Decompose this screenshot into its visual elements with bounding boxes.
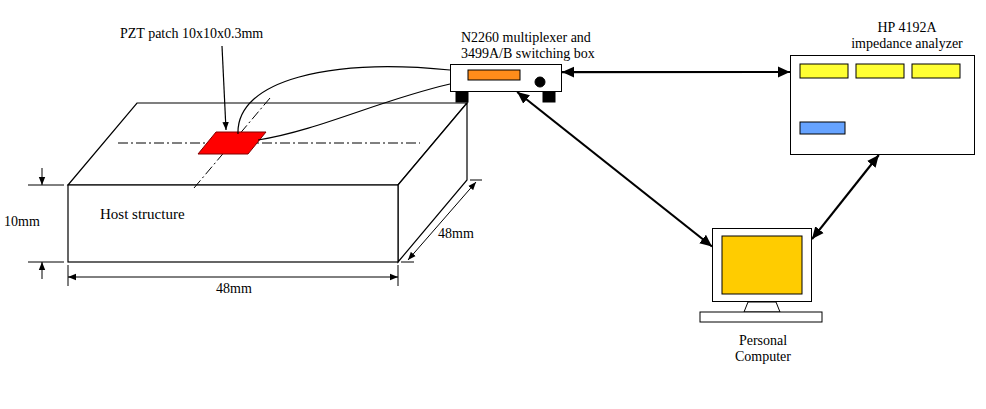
- dimension-label: 10mm: [4, 214, 40, 230]
- dimension-lines: [28, 168, 482, 286]
- device-label: HP 4192A impedance analyzer: [846, 20, 968, 52]
- computer-details: [700, 236, 822, 322]
- pzt-patch: [198, 132, 266, 154]
- patch-wires: [238, 67, 450, 140]
- part-label: PZT patch 10x10x0.3mm: [120, 26, 263, 42]
- dimension-label: 48mm: [216, 281, 252, 297]
- personal-computer: Personal Computer: [712, 228, 812, 302]
- multiplexer-details: [456, 70, 555, 102]
- connector-arrow: [562, 71, 790, 73]
- node-label: Host structure: [100, 206, 185, 223]
- leader-line: [222, 46, 226, 130]
- impedance-analyzer: HP 4192A impedance analyzer: [790, 55, 975, 155]
- center-lines: [118, 98, 420, 188]
- dimension-label: 48mm: [438, 226, 474, 242]
- connector-arrow: [517, 92, 712, 247]
- device-label: N2260 multiplexer and 3499A/B switching …: [461, 30, 621, 62]
- multiplexer-box: N2260 multiplexer and 3499A/B switching …: [450, 64, 562, 92]
- host-structure: Host structure: [68, 185, 398, 262]
- host-block: [68, 103, 467, 262]
- connector-arrow: [812, 155, 879, 239]
- device-label: Personal Computer: [723, 333, 803, 365]
- analyzer-details: [800, 64, 960, 134]
